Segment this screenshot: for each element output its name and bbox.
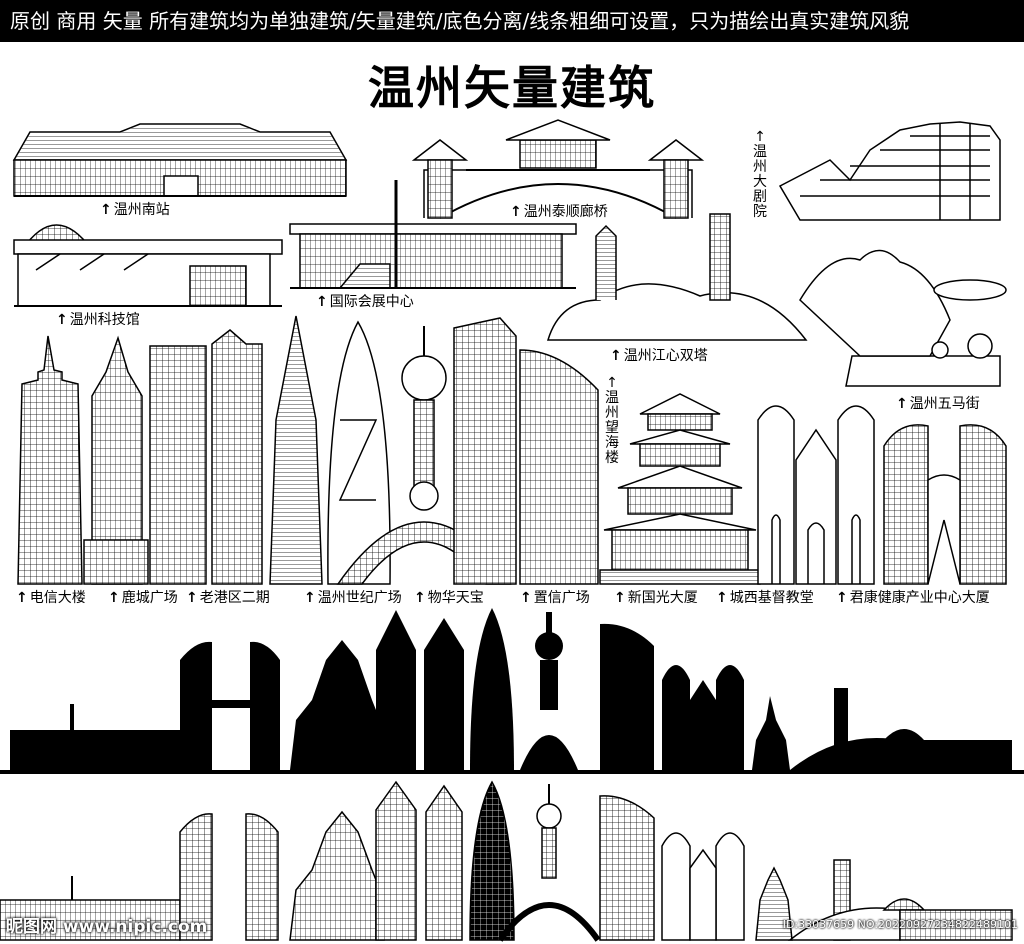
label-xinguoguang: ↑新国光大厦 — [614, 590, 698, 606]
building-laogang — [149, 329, 263, 585]
label-dianxin: ↑电信大楼 — [16, 590, 86, 606]
building-kejiguan — [13, 224, 283, 307]
building-dianxin — [17, 335, 83, 585]
up-arrow-icon: ↑ — [606, 375, 618, 391]
up-arrow-icon: ↑ — [414, 590, 426, 606]
skyline-silhouette — [0, 608, 1024, 774]
label-dajuyuan: ↑温州大剧院 — [753, 129, 767, 220]
building-shiji — [269, 315, 391, 585]
label-jiaotang: ↑城西基督教堂 — [716, 590, 814, 606]
label-kejiguan: ↑温州科技馆 — [56, 312, 140, 328]
label-zhixin: ↑置信广场 — [520, 590, 590, 606]
top-banner: 原创 商用 矢量 所有建筑均为单独建筑/矢量建筑/底色分离/线条粗细可设置，只为… — [0, 0, 1024, 42]
up-arrow-icon: ↑ — [614, 590, 626, 606]
building-jiaotang — [757, 405, 875, 585]
building-lucheng — [83, 335, 149, 585]
up-arrow-icon: ↑ — [716, 590, 728, 606]
page-title: 温州矢量建筑 — [368, 61, 656, 115]
watermark-id: ID:33037659 NO:20220927234822489101 — [782, 918, 1018, 931]
building-wanghai — [599, 393, 761, 585]
up-arrow-icon: ↑ — [56, 312, 68, 328]
up-arrow-icon: ↑ — [186, 590, 198, 606]
up-arrow-icon: ↑ — [16, 590, 28, 606]
building-huizhan — [289, 180, 577, 289]
label-lucheng: ↑鹿城广场 — [108, 590, 178, 606]
watermark-site: 昵图网 www.nipic.com — [6, 917, 208, 937]
up-arrow-icon: ↑ — [754, 129, 766, 145]
label-taishun: ↑温州泰顺廊桥 — [510, 204, 608, 220]
up-arrow-icon: ↑ — [304, 590, 316, 606]
label-junkang: ↑君康健康产业中心大厦 — [836, 590, 990, 606]
up-arrow-icon: ↑ — [896, 396, 908, 412]
building-wuma — [799, 249, 1007, 387]
building-taishun — [411, 119, 705, 219]
label-huizhan: ↑国际会展中心 — [316, 294, 414, 310]
skyline-outline — [0, 780, 1013, 942]
up-arrow-icon: ↑ — [836, 590, 848, 606]
label-wuma: ↑温州五马街 — [896, 396, 980, 412]
label-jiangxin: ↑温州江心双塔 — [610, 348, 708, 364]
building-jiangxin — [546, 213, 808, 341]
building-junkang — [883, 424, 1007, 585]
label-wuhua: ↑物华天宝 — [414, 590, 484, 606]
up-arrow-icon: ↑ — [108, 590, 120, 606]
building-zhixin — [453, 317, 599, 585]
label-nanzhan: ↑温州南站 — [100, 202, 170, 218]
up-arrow-icon: ↑ — [520, 590, 532, 606]
label-laogang: ↑老港区二期 — [186, 590, 270, 606]
label-wanghai: ↑温州望海楼 — [605, 375, 619, 466]
up-arrow-icon: ↑ — [510, 204, 522, 220]
up-arrow-icon: ↑ — [100, 202, 112, 218]
building-nanzhan — [12, 123, 348, 197]
label-shiji: ↑温州世纪广场 — [304, 590, 402, 606]
up-arrow-icon: ↑ — [316, 294, 328, 310]
up-arrow-icon: ↑ — [610, 348, 622, 364]
building-dajuyuan — [778, 121, 1001, 221]
